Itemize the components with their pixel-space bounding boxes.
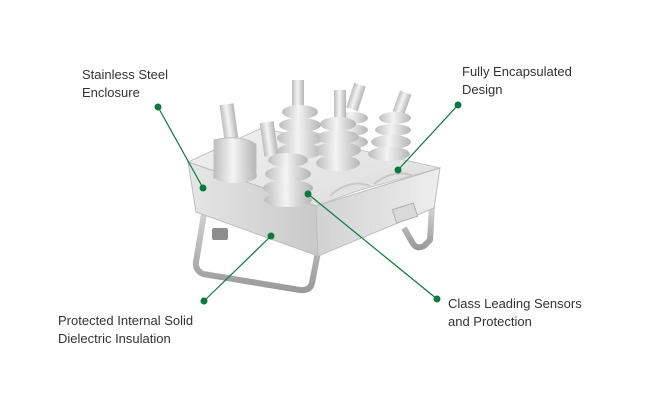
dot-steel-target: [199, 184, 207, 192]
leader-line-encap: [397, 104, 459, 171]
dot-encap-label: [454, 101, 462, 109]
insulators: [213, 80, 412, 207]
insulator-middle: [315, 90, 361, 171]
dot-steel-label: [154, 103, 162, 111]
dot-sensors-label: [433, 295, 441, 303]
callout-leaders: [154, 101, 462, 305]
leader-line-sensors: [307, 193, 438, 300]
callout-label-sensors-protection: Class Leading Sensors and Protection: [448, 296, 582, 329]
callout-label-fully-encapsulated-design: Fully Encapsulated Design: [462, 64, 572, 97]
insulator-back-left: [277, 80, 323, 159]
callout-label-solid-dielectric-insulation: Protected Internal Solid Dielectric Insu…: [58, 313, 194, 346]
support-rails: [192, 205, 435, 294]
insulator-back-right: [368, 90, 412, 161]
insulator-front-left: [213, 103, 257, 183]
leader-line-protect: [203, 235, 272, 302]
insulator-front-right: [259, 121, 313, 207]
dot-sensors-target: [304, 190, 312, 198]
leader-line-steel: [157, 106, 204, 189]
dot-protect-target: [267, 232, 275, 240]
callout-label-stainless-steel-enclosure: Stainless Steel Enclosure: [82, 67, 168, 100]
dot-protect-label: [200, 297, 208, 305]
dot-encap-target: [394, 166, 402, 174]
